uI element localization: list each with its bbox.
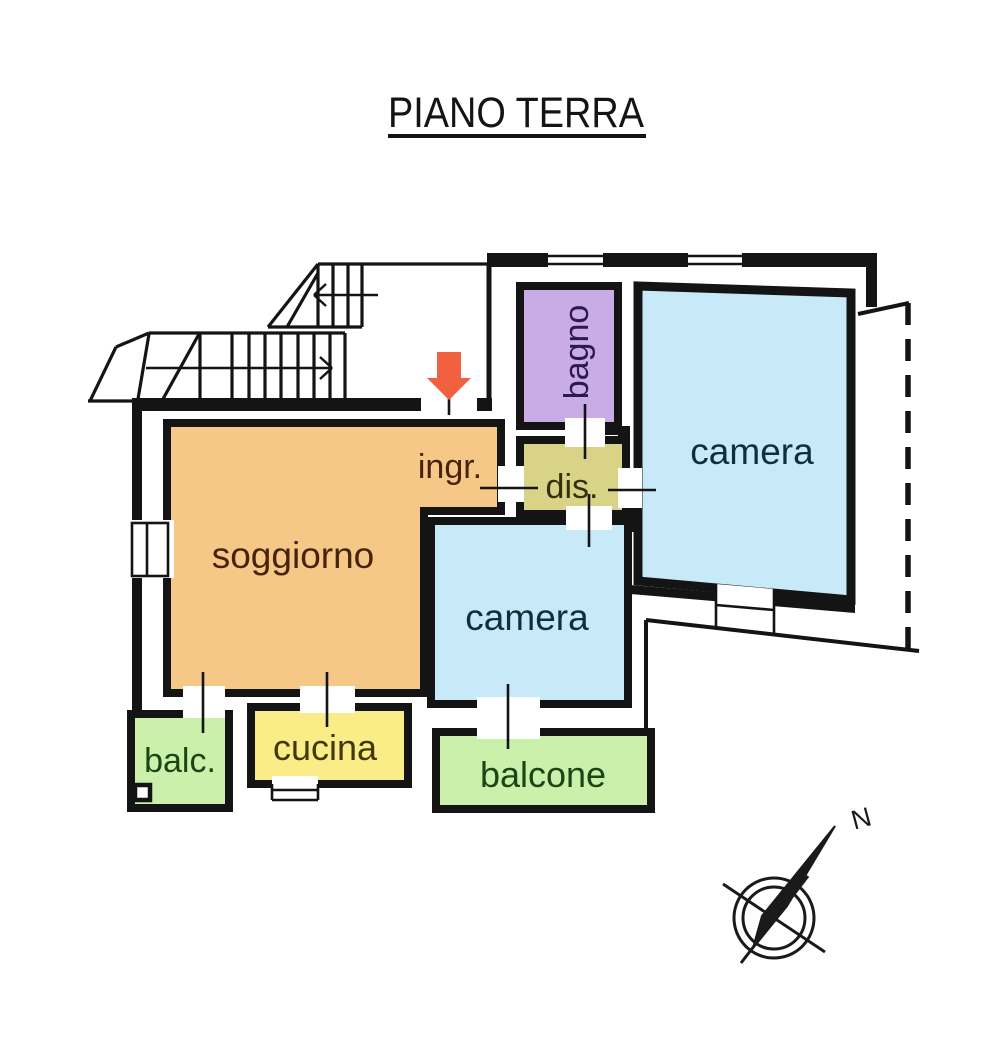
stairs-upper-flight xyxy=(266,263,378,329)
label-camera-north: camera xyxy=(690,431,814,472)
page-title: PIANO TERRA xyxy=(388,89,644,137)
room-cucina xyxy=(247,703,412,788)
label-ingresso: ingr. xyxy=(418,448,482,486)
room-balcone xyxy=(432,728,655,813)
label-disimpegno: dis. xyxy=(546,468,599,506)
rooms xyxy=(127,281,856,813)
label-camera-south: camera xyxy=(465,597,589,638)
door-opening xyxy=(618,468,642,508)
dashed-boundary xyxy=(644,301,920,734)
label-bagno: bagno xyxy=(558,305,596,400)
room-soggiorno-ingresso xyxy=(163,419,505,697)
entrance-arrow-icon xyxy=(427,352,471,400)
label-cucina: cucina xyxy=(273,727,378,768)
room-bagno xyxy=(516,282,622,430)
compass-outer-circle xyxy=(732,876,816,960)
room-balc xyxy=(127,710,233,812)
wall-top-right-stub xyxy=(866,253,877,307)
stairs-lower-flight xyxy=(88,331,347,403)
door-opening xyxy=(498,466,524,502)
window-frames xyxy=(130,254,776,802)
stairs-direction-arrow-icon xyxy=(146,356,333,380)
door-ticks xyxy=(201,394,656,749)
stairs-and-boundary xyxy=(88,262,920,734)
window xyxy=(272,776,318,790)
compass-needle-icon xyxy=(752,825,836,949)
wall-pillar xyxy=(604,426,630,435)
stairs-up-arrow-icon xyxy=(313,283,378,307)
label-soggiorno: soggiorno xyxy=(212,535,375,576)
compass-inner-circle xyxy=(741,885,807,951)
room-labels: soggiorno ingr. bagno dis. camera camera… xyxy=(144,305,814,795)
wall-top xyxy=(487,253,877,267)
balcony-post xyxy=(132,782,153,803)
label-balcone: balcone xyxy=(480,754,606,795)
compass-rose: N xyxy=(722,801,874,964)
wall-top-stair xyxy=(132,398,492,411)
label-balc: balc. xyxy=(144,742,216,780)
